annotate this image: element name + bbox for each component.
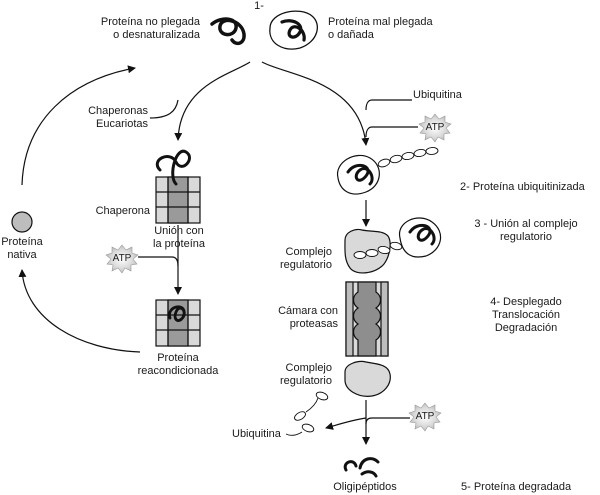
step4-label: 4- Desplegado Translocación Degradación — [490, 296, 562, 334]
regulatory-top-label: Complejo regulatorio — [280, 246, 332, 271]
unfolded-protein-label: Proteína no plegada o desnaturalizada — [100, 16, 200, 41]
atp-feed-arrow-bottom — [365, 417, 410, 425]
step3-label: 3 - Unión al complejo regulatorio — [474, 218, 578, 243]
chaperone-label: Chaperona — [95, 205, 150, 217]
chaperones-label: Chaperonas Eucariotas — [88, 105, 148, 130]
chamber-label: Cámara con proteasas — [278, 305, 338, 330]
misfolded-protein-icon — [269, 10, 318, 50]
released-ubiquitin-icon — [285, 391, 329, 436]
atp-burst-top — [418, 113, 452, 143]
atp-burst-bottom — [408, 402, 442, 432]
bound-protein-icon — [353, 217, 442, 259]
atp-label-bottom: ATP — [415, 411, 435, 422]
chaperone-complex-icon — [155, 149, 201, 224]
refolded-protein-label: Proteína reacondicionada — [137, 352, 219, 377]
misfolded-protein-label: Proteína mal plegada o dañada — [328, 16, 433, 41]
step2-label: 2- Proteína ubiquitinizada — [460, 181, 585, 193]
oligopeptides-icon — [343, 457, 380, 478]
refolded-chaperone-icon — [155, 299, 201, 347]
atp-label-top: ATP — [425, 122, 445, 133]
ubiquitinated-protein-icon — [337, 147, 439, 195]
atp-label-left: ATP — [112, 253, 132, 264]
unfolded-protein-icon — [210, 17, 246, 46]
oligopeptides-label: Oligipéptidos — [333, 481, 397, 493]
native-protein-icon — [11, 211, 33, 233]
loop-arrows — [18, 65, 141, 353]
step5-label: 5- Proteína degradada — [461, 481, 572, 493]
ubiquitin-feed-arrows — [365, 99, 418, 138]
ubiquitin-top-label: Ubiquitina — [413, 89, 462, 101]
ubiquitin-bottom-label: Ubiquitina — [232, 428, 281, 440]
atp-burst-left — [105, 244, 139, 274]
regulatory-bottom-label: Complejo regulatorio — [280, 362, 332, 387]
arrow-to-ubiquitin-release — [325, 417, 367, 430]
top-split-arrows — [149, 61, 370, 146]
binding-label: Unión con la proteína — [153, 225, 205, 250]
atp-feed-arrow-left — [138, 256, 179, 267]
step1-label: 1- — [254, 0, 264, 12]
native-protein-label: Proteína nativa — [1, 236, 43, 261]
